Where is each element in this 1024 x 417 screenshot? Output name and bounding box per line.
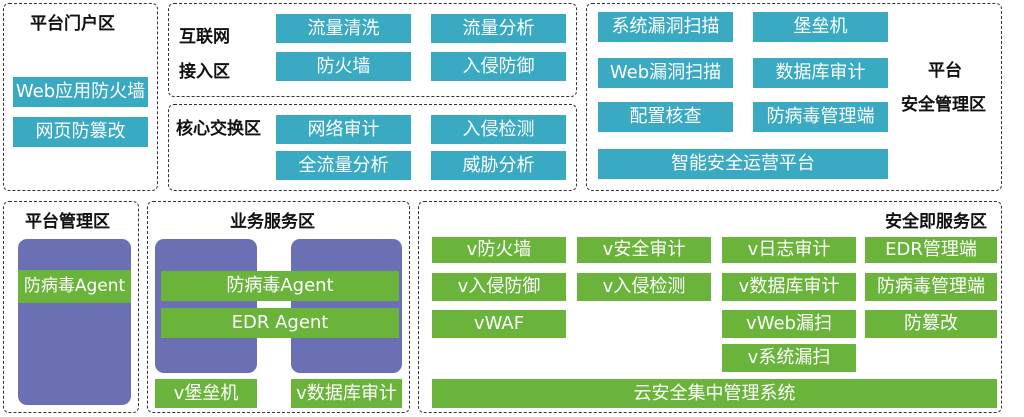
box-v-intrusion-prevention: v入侵防御	[432, 273, 566, 301]
box-edr-mgmt: EDR管理端	[865, 237, 997, 263]
box-antivirus-mgmt-service: 防病毒管理端	[865, 273, 997, 301]
box-v-log-audit: v日志审计	[722, 237, 856, 263]
box-v-firewall: v防火墙	[432, 237, 566, 263]
zone-title-platform-portal: 平台门户区	[30, 14, 115, 34]
zone-platform-mgmt: 平台管理区 防病毒Agent	[3, 201, 139, 413]
zone-title-security-mgmt-line1: 平台	[928, 61, 962, 81]
box-v-system-scan: v系统漏扫	[722, 344, 856, 372]
box-tamper-proof-service: 防篡改	[865, 310, 997, 338]
zone-core-switching: 核心交换区 网络审计 入侵检测 全流量分析 威胁分析	[168, 104, 577, 191]
bar-antivirus-agent: 防病毒Agent	[161, 271, 399, 301]
box-bastion-host: 堡垒机	[753, 12, 888, 42]
zone-title-core: 核心交换区	[176, 119, 261, 139]
zone-platform-security-mgmt: 系统漏洞扫描 堡垒机 Web漏洞扫描 数据库审计 配置核查 防病毒管理端 智能安…	[586, 3, 1002, 191]
box-threat-analysis: 威胁分析	[431, 151, 566, 180]
box-traffic-analysis: 流量分析	[431, 14, 566, 43]
bar-edr-agent: EDR Agent	[161, 308, 399, 338]
zone-internet-access: 互联网 接入区 流量清洗 流量分析 防火墙 入侵防御	[168, 3, 577, 97]
zone-title-internet-line2: 接入区	[179, 62, 230, 82]
zone-platform-portal: 平台门户区 Web应用防火墙 网页防篡改	[3, 3, 158, 191]
box-v-waf: vWAF	[432, 310, 566, 338]
box-cloud-security-central-mgmt: 云安全集中管理系统	[432, 379, 997, 408]
box-intrusion-detection: 入侵检测	[431, 115, 566, 144]
box-v-security-audit: v安全审计	[577, 237, 711, 263]
box-antivirus-mgmt: 防病毒管理端	[753, 102, 888, 132]
box-web-waf: Web应用防火墙	[13, 77, 148, 107]
zone-title-internet-line1: 互联网	[179, 27, 230, 47]
business-host-block-left	[155, 239, 257, 373]
box-traffic-cleaning: 流量清洗	[276, 14, 411, 43]
box-network-audit: 网络审计	[276, 115, 411, 144]
box-web-tamper-proof: 网页防篡改	[13, 117, 148, 147]
box-system-vuln-scan: 系统漏洞扫描	[598, 12, 733, 42]
zone-business-service: 业务服务区 防病毒Agent EDR Agent v堡垒机 v数据库审计	[147, 201, 410, 413]
box-web-vuln-scan: Web漏洞扫描	[598, 58, 733, 88]
platform-mgmt-host-block	[18, 239, 131, 405]
box-intrusion-prevention: 入侵防御	[431, 52, 566, 81]
business-host-block-right	[291, 239, 402, 373]
zone-title-security-service: 安全即服务区	[885, 212, 987, 232]
zone-title-platform-mgmt: 平台管理区	[25, 212, 110, 232]
box-full-traffic-analysis: 全流量分析	[276, 151, 411, 180]
box-antivirus-agent-mgmt: 防病毒Agent	[18, 270, 131, 303]
zone-security-as-a-service: 安全即服务区 v防火墙 v安全审计 v日志审计 EDR管理端 v入侵防御 v入侵…	[418, 201, 1002, 413]
box-v-database-audit: v数据库审计	[722, 273, 856, 301]
box-firewall: 防火墙	[276, 52, 411, 81]
box-smart-security-ops: 智能安全运营平台	[598, 149, 888, 179]
box-v-bastion: v堡垒机	[155, 379, 257, 408]
box-v-db-audit: v数据库审计	[291, 379, 402, 408]
box-v-web-scan: vWeb漏扫	[722, 310, 856, 338]
zone-title-security-mgmt-line2: 安全管理区	[901, 95, 986, 115]
box-database-audit: 数据库审计	[753, 58, 888, 88]
box-v-intrusion-detection: v入侵检测	[577, 273, 711, 301]
box-config-check: 配置核查	[598, 102, 733, 132]
zone-title-business: 业务服务区	[230, 212, 315, 232]
